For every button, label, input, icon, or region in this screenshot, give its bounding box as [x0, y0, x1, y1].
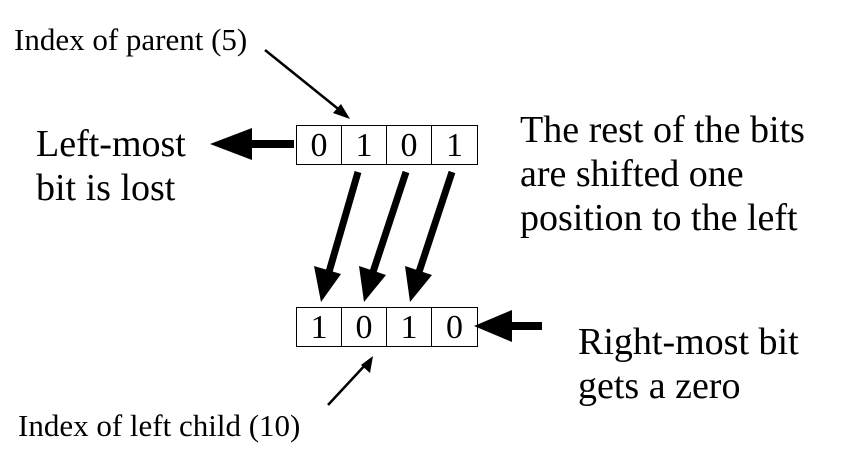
child-index-label: Index of left child (10) [18, 408, 301, 443]
shift-arrow-2 [359, 170, 410, 302]
parent-bit-2: 0 [387, 126, 432, 164]
child-bit-3: 0 [446, 309, 463, 346]
shift-arrow-3 [405, 170, 456, 302]
parent-bit-1: 1 [342, 126, 387, 164]
parent-bit-register: 0 1 0 1 [296, 125, 478, 165]
left-note-line-1: Left-most [36, 123, 186, 165]
parent-pointer-arrow [264, 49, 350, 119]
right-note-line-1: Right-most bit [578, 321, 799, 363]
zero-fill-arrow [474, 310, 542, 342]
left-note-line-2: bit is lost [36, 167, 176, 209]
shift-note-line-1: The rest of the bits [520, 109, 805, 151]
left-most-bit-note: Left-most bit is lost [36, 122, 186, 210]
left-bit-lost-arrow [210, 128, 294, 160]
parent-bit-3: 1 [446, 127, 463, 164]
parent-index-label: Index of parent (5) [14, 22, 248, 57]
parent-bit-0: 0 [297, 126, 342, 164]
child-bit-1: 0 [342, 308, 387, 346]
right-note-line-2: gets a zero [578, 365, 741, 407]
shift-note-line-2: are shifted one [520, 153, 744, 195]
child-bit-register: 1 0 1 0 [296, 307, 478, 347]
child-bit-0: 1 [297, 308, 342, 346]
child-pointer-arrow [327, 356, 373, 406]
shift-arrow-1 [314, 171, 362, 302]
shift-note-line-3: position to the left [520, 197, 798, 239]
child-bit-2: 1 [387, 308, 432, 346]
shift-note: The rest of the bits are shifted one pos… [520, 108, 805, 240]
right-most-bit-note: Right-most bit gets a zero [578, 320, 799, 408]
